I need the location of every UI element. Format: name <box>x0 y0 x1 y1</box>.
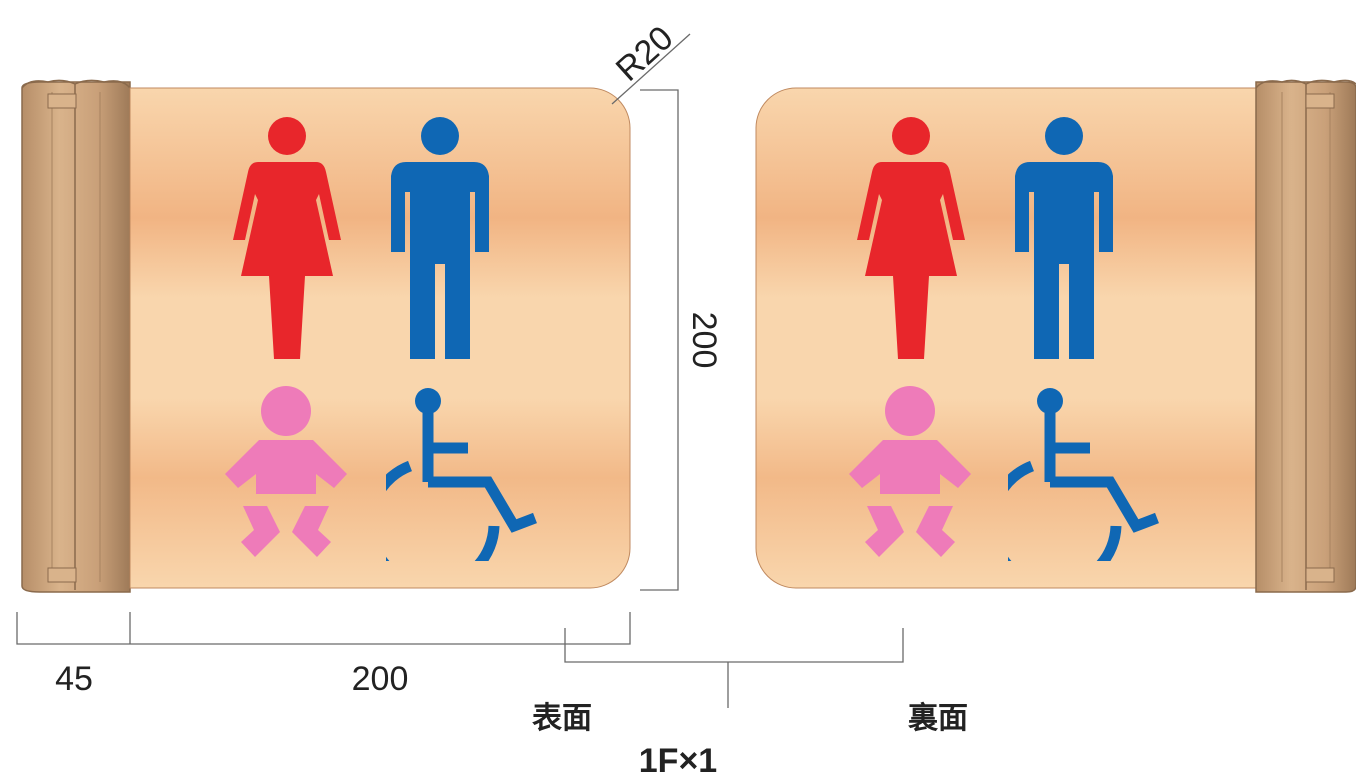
panel-width-label: 200 <box>352 660 409 698</box>
sign-panel-front <box>129 87 631 589</box>
radius-label: R20 <box>609 19 681 89</box>
front-sign <box>21 79 631 593</box>
height-label: 200 <box>685 312 723 369</box>
sign-panel-back <box>755 87 1257 589</box>
height-dimension: 200 <box>640 89 723 591</box>
quantity-label: 1F×1 <box>639 742 717 780</box>
mounting-bracket-left <box>21 79 131 593</box>
back-side-label: 裏面 <box>908 701 968 735</box>
back-sign <box>755 79 1356 593</box>
bracket-width-label: 45 <box>55 660 93 698</box>
mounting-bracket-right <box>1255 79 1356 593</box>
width-dimensions: 45 200 <box>16 612 631 698</box>
front-side-label: 表面 <box>532 702 592 735</box>
quantity-connector <box>564 628 904 708</box>
